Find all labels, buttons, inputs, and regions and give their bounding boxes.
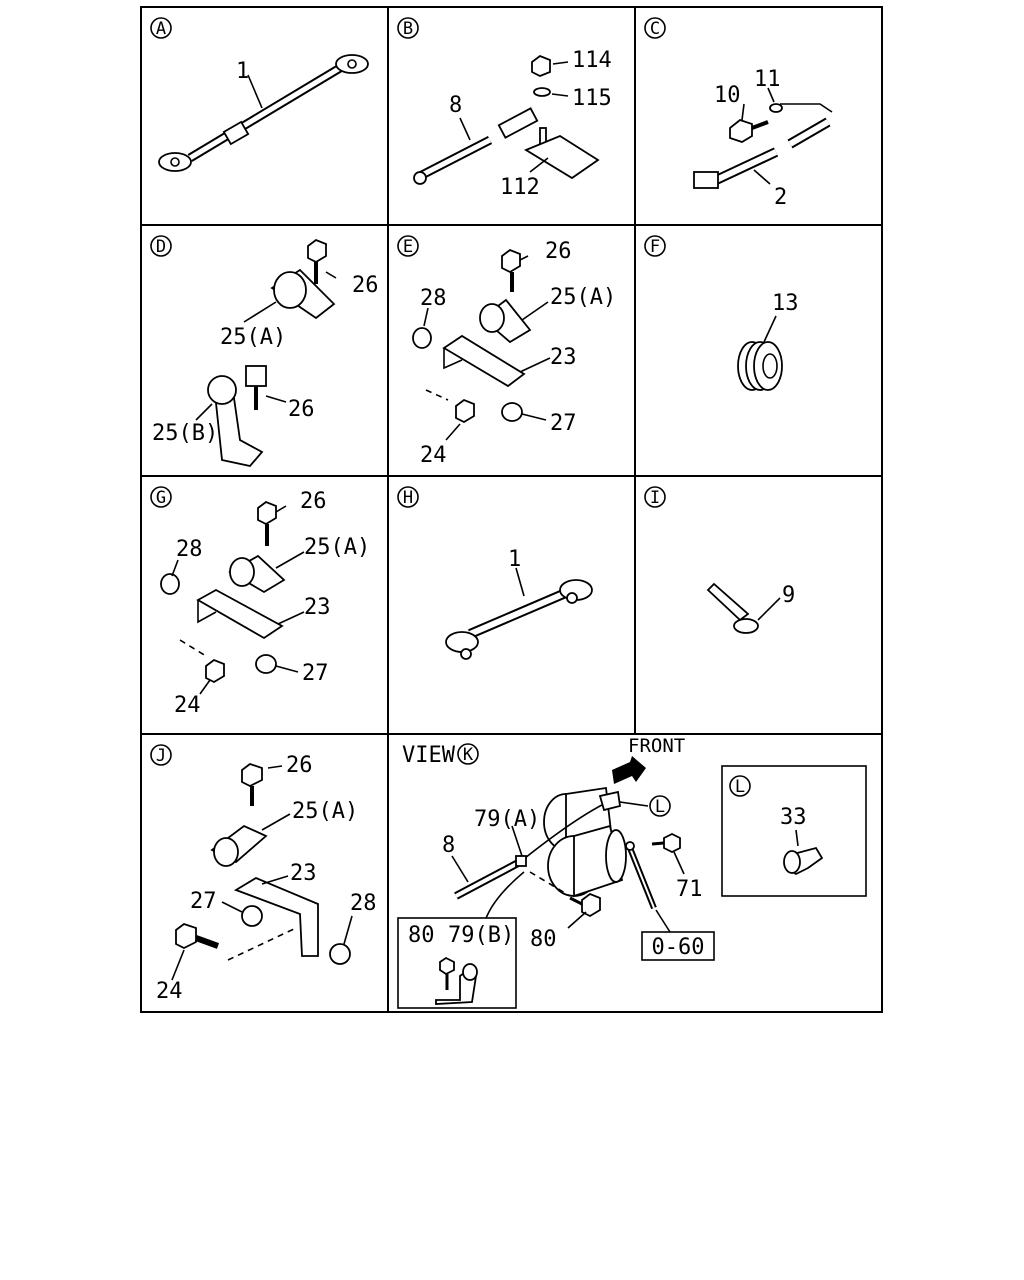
bracket-assembly-drawing [412,248,532,424]
part-label-23: 23 [550,345,577,370]
panel-h-letter: H [403,488,413,508]
part-label-115: 115 [572,86,612,111]
part-label-10: 10 [714,83,741,108]
part-label-8: 8 [449,93,462,118]
bracket-assembly-drawing-g [160,500,286,684]
part-label-27: 27 [190,889,217,914]
clip-bolt-drawing [207,238,336,467]
part-label-26-bottom: 26 [288,397,315,422]
battery-cable-drawing [158,54,369,172]
panel-h: H 1 [397,486,593,660]
panel-e-letter: E [403,237,413,257]
part-label-79a: 79(A) [474,807,540,832]
part-label-25a: 25(A) [550,285,616,310]
part-label-33: 33 [780,805,807,830]
panel-d-letter: D [156,237,166,257]
panel-a: A 1 [150,17,369,172]
bracket-assembly-drawing-j [175,762,351,965]
panel-b-letter: B [403,19,413,39]
panel-j-letter: J [156,746,166,766]
part-label-1: 1 [236,59,249,84]
inset-detail: 80 79(B) [397,917,517,1009]
part-label-26: 26 [300,489,327,514]
cable-bolt-drawing [693,103,833,189]
panel-a-letter: A [156,19,166,39]
part-label-13: 13 [772,291,799,316]
cable-terminal-drawing [413,54,600,185]
panel-b: B 114 115 8 112 [397,17,612,200]
part-label-27: 27 [550,411,577,436]
part-label-114: 114 [572,48,612,73]
front-label: FRONT [628,735,685,757]
part-label-24: 24 [420,443,447,468]
panel-i-letter: I [650,488,660,508]
reference-code: 0-60 [652,935,705,960]
panel-l-letter: L [735,777,745,797]
part-label-2: 2 [774,185,787,210]
part-label-28: 28 [420,286,447,311]
part-label-26: 26 [545,239,572,264]
panel-k-letter: K [463,745,474,765]
panel-f: F 13 [644,235,799,391]
part-label-25a: 25(A) [220,325,286,350]
panel-c-letter: C [650,19,660,39]
cap-drawing [783,846,824,876]
part-label-24: 24 [174,693,201,718]
part-label-25a: 25(A) [304,535,370,560]
reference-box [641,931,715,961]
part-label-80: 80 [530,927,557,952]
part-label-27: 27 [302,661,329,686]
battery-cable-drawing-h [445,579,593,660]
part-label-9: 9 [782,583,795,608]
part-label-25b: 25(B) [152,421,218,446]
part-label-28: 28 [350,891,377,916]
panel-j: J 26 25(A) 23 27 28 24 [150,744,377,1004]
panel-i: I 9 [644,486,795,634]
panel-g: G 26 28 25(A) 23 27 24 [150,486,370,718]
part-label-26: 26 [286,753,313,778]
panel-k: VIEW K FRONT L 79(A) [397,735,715,1009]
panel-d: D 26 25(A) 26 25(B) [150,235,379,467]
part-label-1: 1 [508,547,521,572]
part-label-23: 23 [304,595,331,620]
inset-label-80: 80 [408,923,435,948]
front-arrow-icon [612,756,646,784]
part-label-71: 71 [676,877,703,902]
part-label-25a: 25(A) [292,799,358,824]
view-label: VIEW [402,743,456,768]
part-label-26-top: 26 [352,273,379,298]
panel-f-letter: F [650,237,660,257]
callout-l-letter: L [655,797,665,817]
panel-c: C 10 11 2 [644,17,833,210]
grommet-drawing [737,341,783,391]
part-label-8: 8 [442,833,455,858]
part-label-112: 112 [500,175,540,200]
panel-e: E 26 28 25(A) 23 27 24 [397,235,616,468]
starter-motor-drawing [454,786,681,918]
grid-frame [140,6,883,1013]
panel-g-letter: G [156,488,166,508]
part-label-23: 23 [290,861,317,886]
panel-l: L 33 [721,765,867,897]
inset-label-79b: 79(B) [448,923,514,948]
part-label-28: 28 [176,537,203,562]
band-clip-drawing [706,582,759,634]
part-label-11: 11 [754,67,781,92]
part-label-24: 24 [156,979,183,1004]
